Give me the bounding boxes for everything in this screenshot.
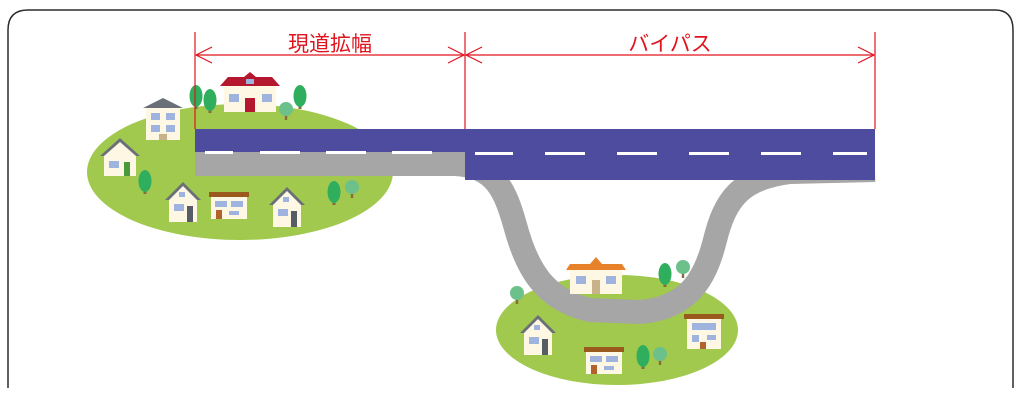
house-icon <box>143 98 183 140</box>
house-icon <box>584 347 624 374</box>
road-blue <box>195 129 875 180</box>
bypass-town <box>510 257 724 374</box>
dimension-arrow <box>194 32 876 129</box>
left-town <box>100 72 359 227</box>
bypass-label: バイパス <box>628 32 712 56</box>
house-icon <box>209 192 249 219</box>
tree-icon <box>189 85 203 109</box>
house-icon <box>566 257 626 294</box>
widening-label: 現道拡幅 <box>288 32 372 56</box>
house-icon <box>220 72 280 112</box>
tree-icon <box>293 85 307 109</box>
house-icon <box>684 314 724 349</box>
diagram-border <box>7 9 1014 388</box>
existing-road-gray <box>195 152 876 324</box>
house-icon <box>100 138 140 176</box>
